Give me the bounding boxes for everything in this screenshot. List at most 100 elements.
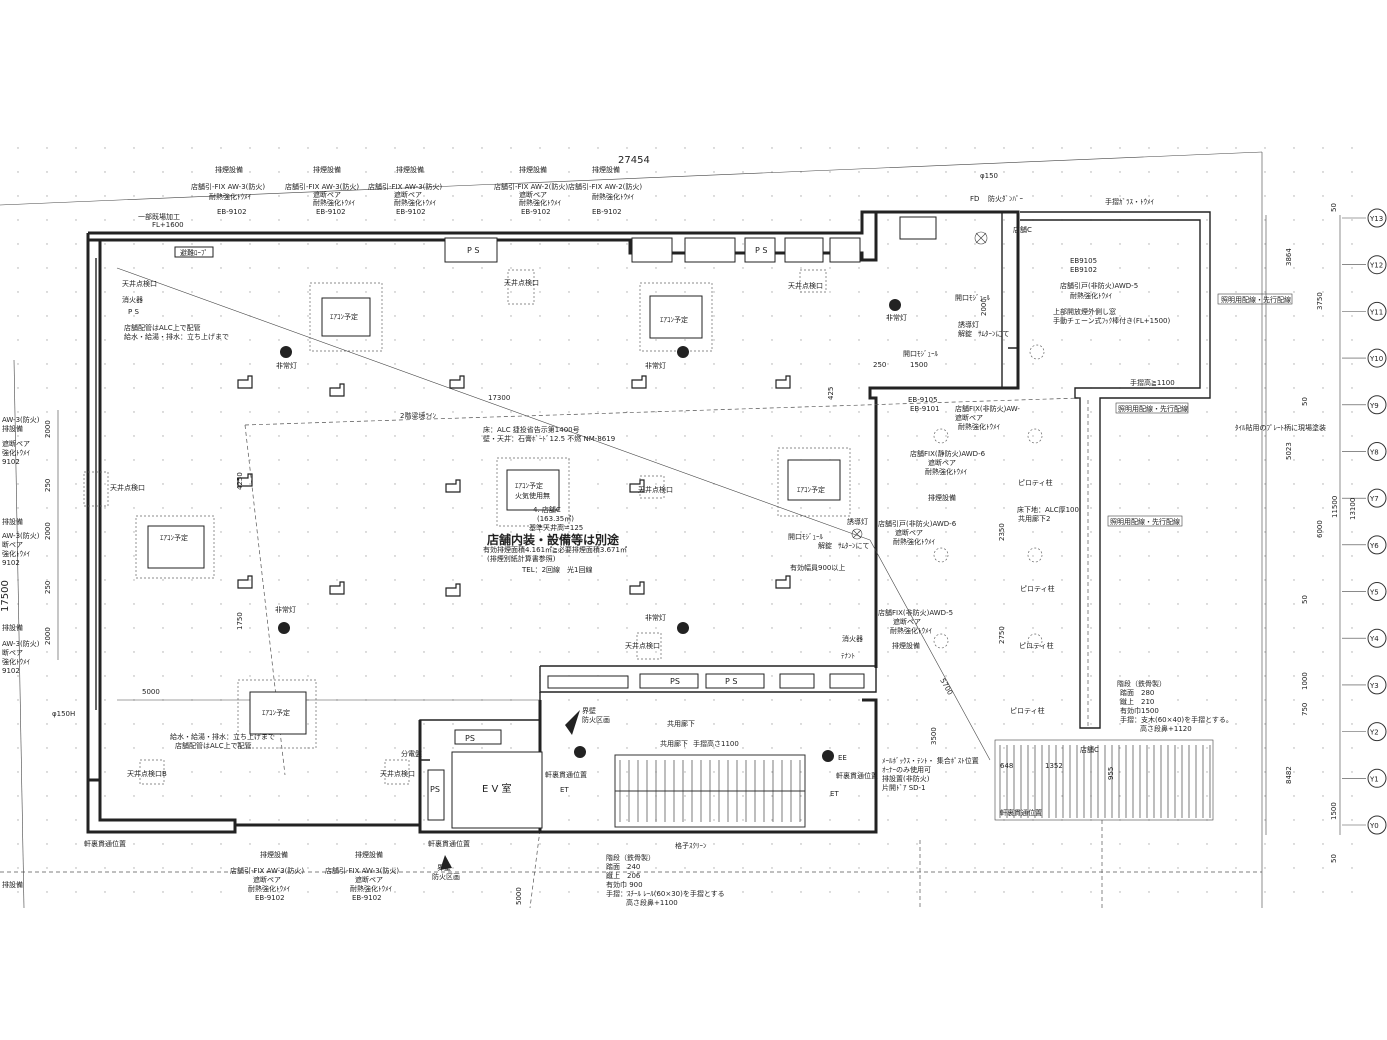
top-eb-2: EB-9102 xyxy=(316,208,346,216)
ac-label-2: ｴｱｺﾝ予定 xyxy=(660,315,688,324)
heat-3: 耐熱強化ﾄｳﾒｲ xyxy=(893,537,935,546)
ac-label-3: ｴｱｺﾝ予定 xyxy=(515,481,543,490)
pilotis-3: ピロティ柱 xyxy=(1019,641,1054,650)
grid-label-y13: Y13 xyxy=(1342,208,1387,228)
dim-425: 425 xyxy=(827,387,835,400)
dim-6000: 6000 xyxy=(1316,520,1324,538)
bottom-note-1: 排煙設備 xyxy=(260,850,288,859)
grid-label-text: Y3 xyxy=(1369,682,1379,690)
mark-ee: EE xyxy=(838,754,847,762)
left-aw-1: AW-3(防火) xyxy=(2,415,40,424)
stairs2-handrail: 手摺：ｽﾁｰﾙ ﾚｰﾙ(60×30)を手摺とする xyxy=(606,889,725,898)
left-ht-1: 強化ﾄｳﾒｲ xyxy=(2,448,30,457)
exterior-walls xyxy=(86,210,1020,834)
stairs-handrail-h: 高さ段鼻+1120 xyxy=(1140,724,1192,733)
eb9101-label: EB-9101 xyxy=(910,405,940,413)
top-windows xyxy=(174,216,937,263)
eave-pos-2: 軒裏貫通位置 xyxy=(836,771,878,780)
guide-light-1: 誘導灯 xyxy=(958,320,979,329)
open-module-2: 開口ﾓｼﾞｭｰﾙ xyxy=(903,350,938,358)
center-notes: 床：ALC 捷投省告示第1400号 壁・天井：石膏ﾎﾞｰﾄﾞ12.5 不燃 NM… xyxy=(483,425,627,574)
fire-compartment-2: 防火区画 xyxy=(432,872,460,881)
column-marks xyxy=(237,375,791,597)
floor-spec: 床：ALC 捷投省告示第1400号 xyxy=(483,425,580,434)
stairs2-handrail-h: 高さ段鼻+1100 xyxy=(626,898,678,907)
handrail-height: 手摺高さ1100 xyxy=(693,739,739,748)
bottom-spec-2: 店舗引-FIX AW-3(防火) xyxy=(325,866,399,875)
open-module-3: 開口ﾓｼﾞｭｰﾙ xyxy=(788,533,823,541)
top-pair-1: 耐熱強化ﾄｳﾒｲ xyxy=(209,192,251,201)
eave-pos-4: 軒裏貫通位置 xyxy=(1000,808,1042,817)
em-light-4: 非常灯 xyxy=(275,605,296,614)
store-c-bottom: 店舗C xyxy=(1080,745,1099,754)
common-corridor-1: 共用廊下 xyxy=(667,719,695,728)
grid-label-y0: Y0 xyxy=(1342,815,1387,835)
lower-center-notes: 界壁 防火区画 共用廊下 共用廊下 手摺高さ1100 軒裏貫通位置 軒裏貫通位置… xyxy=(84,195,979,907)
stairs-rise: 蹴上 210 xyxy=(1120,697,1154,706)
pipe-note-4: 店舗配管はALC上で配管 xyxy=(175,741,252,750)
top-heat-3: 耐熱強化ﾄｳﾒｲ xyxy=(394,198,436,207)
top-pair-3: 遮断ペア xyxy=(394,190,422,199)
dim-1500-r: 1500 xyxy=(1330,802,1338,820)
ceiling-hatch-7: 天井点検口 xyxy=(380,769,415,778)
top-spec-4: 店舗引-FIX AW-2(防火) xyxy=(494,182,568,191)
grid-label-text: Y0 xyxy=(1369,822,1379,830)
fire-extinguisher-label: 消火器 xyxy=(122,295,143,304)
eb9102-label: EB9102 xyxy=(1070,266,1097,274)
dim-3500: 3500 xyxy=(930,727,938,745)
store-area: (163.35㎡) xyxy=(537,515,574,523)
dim-750: 750 xyxy=(1301,703,1309,716)
left-sm-4: 排設備 xyxy=(2,623,23,632)
dim-50-c: 50 xyxy=(1301,595,1309,604)
grid-label-y3: Y3 xyxy=(1342,675,1387,695)
shield-2: 遮断ペア xyxy=(928,458,956,467)
left-pr-2: 断ペア xyxy=(2,540,23,549)
service-cores xyxy=(427,673,865,829)
stairs-width: 有効巾1500 xyxy=(1120,706,1159,715)
top-note-2: 排煙設備 xyxy=(313,165,341,174)
tile-note: ﾀｲﾙ貼用のﾌﾟﾚｰﾄ柄に現場塗装 xyxy=(1235,423,1326,432)
grid-label-text: Y6 xyxy=(1369,542,1379,550)
grid-label-y2: Y2 xyxy=(1342,722,1387,742)
ac-label-6: ｴｱｺﾝ予定 xyxy=(262,708,290,717)
left-sm-3: 排設備 xyxy=(2,517,23,526)
grid-label-y1: Y1 xyxy=(1342,768,1387,788)
left-ht-2: 強化ﾄｳﾒｲ xyxy=(2,549,30,558)
left-eb-3: 9102 xyxy=(2,667,20,675)
top-eb-5: EB-9102 xyxy=(592,208,622,216)
awd6-label: 店舗FIX(静防火)AWD-6 xyxy=(910,449,986,458)
ps-note-left: P S xyxy=(128,308,139,316)
dim-11500: 11500 xyxy=(1331,496,1339,518)
bottom-eb-2: EB-9102 xyxy=(352,894,382,902)
heat-2: 耐熱強化ﾄｳﾒｲ xyxy=(925,467,967,476)
guide-light-2: 誘導灯 xyxy=(847,517,868,526)
effective-width: 有効幅員900以上 xyxy=(790,563,845,572)
bottom-note-2: 排煙設備 xyxy=(355,850,383,859)
left-aw-3: AW-3(防火) xyxy=(2,639,40,648)
dim-50-b: 50 xyxy=(1301,397,1309,406)
dim-4250: 4250 xyxy=(236,472,244,490)
dim-5000: 5000 xyxy=(142,688,160,696)
left-aw-2: AW-3(防火) xyxy=(2,531,40,540)
eave-pos-3: 軒裏貫通位置 xyxy=(428,839,470,848)
ceiling-label-left: 天井点検口 xyxy=(122,279,157,288)
dim-phi150: φ150 xyxy=(980,172,998,180)
unlock-2: 解錠 xyxy=(818,541,832,550)
top-note-1: 排煙設備 xyxy=(215,165,243,174)
fire-use-label: 火気使用無 xyxy=(515,491,550,500)
ps-bottom-4: PS xyxy=(430,785,440,794)
ceiling-height: 基準天井高=125 xyxy=(529,523,583,532)
left-pr-1: 遮断ペア xyxy=(2,439,30,448)
grid-label-text: Y8 xyxy=(1369,448,1379,456)
dim-2000-r: 2000 xyxy=(980,298,988,316)
ps-bottom-1: PS xyxy=(670,677,680,686)
eb9105b-label: EB-9105 xyxy=(908,396,938,404)
ceiling-hatch-1: 天井点検口 xyxy=(504,278,539,287)
top-note-4: 排煙設備 xyxy=(519,165,547,174)
bottom-pair-1: 遮断ペア xyxy=(253,875,281,884)
left-pr-3: 断ペア xyxy=(2,648,23,657)
bottom-window-notes: 排煙設備 排煙設備 店舗引-FIX AW-3(防火) 店舗引-FIX AW-3(… xyxy=(230,850,523,905)
